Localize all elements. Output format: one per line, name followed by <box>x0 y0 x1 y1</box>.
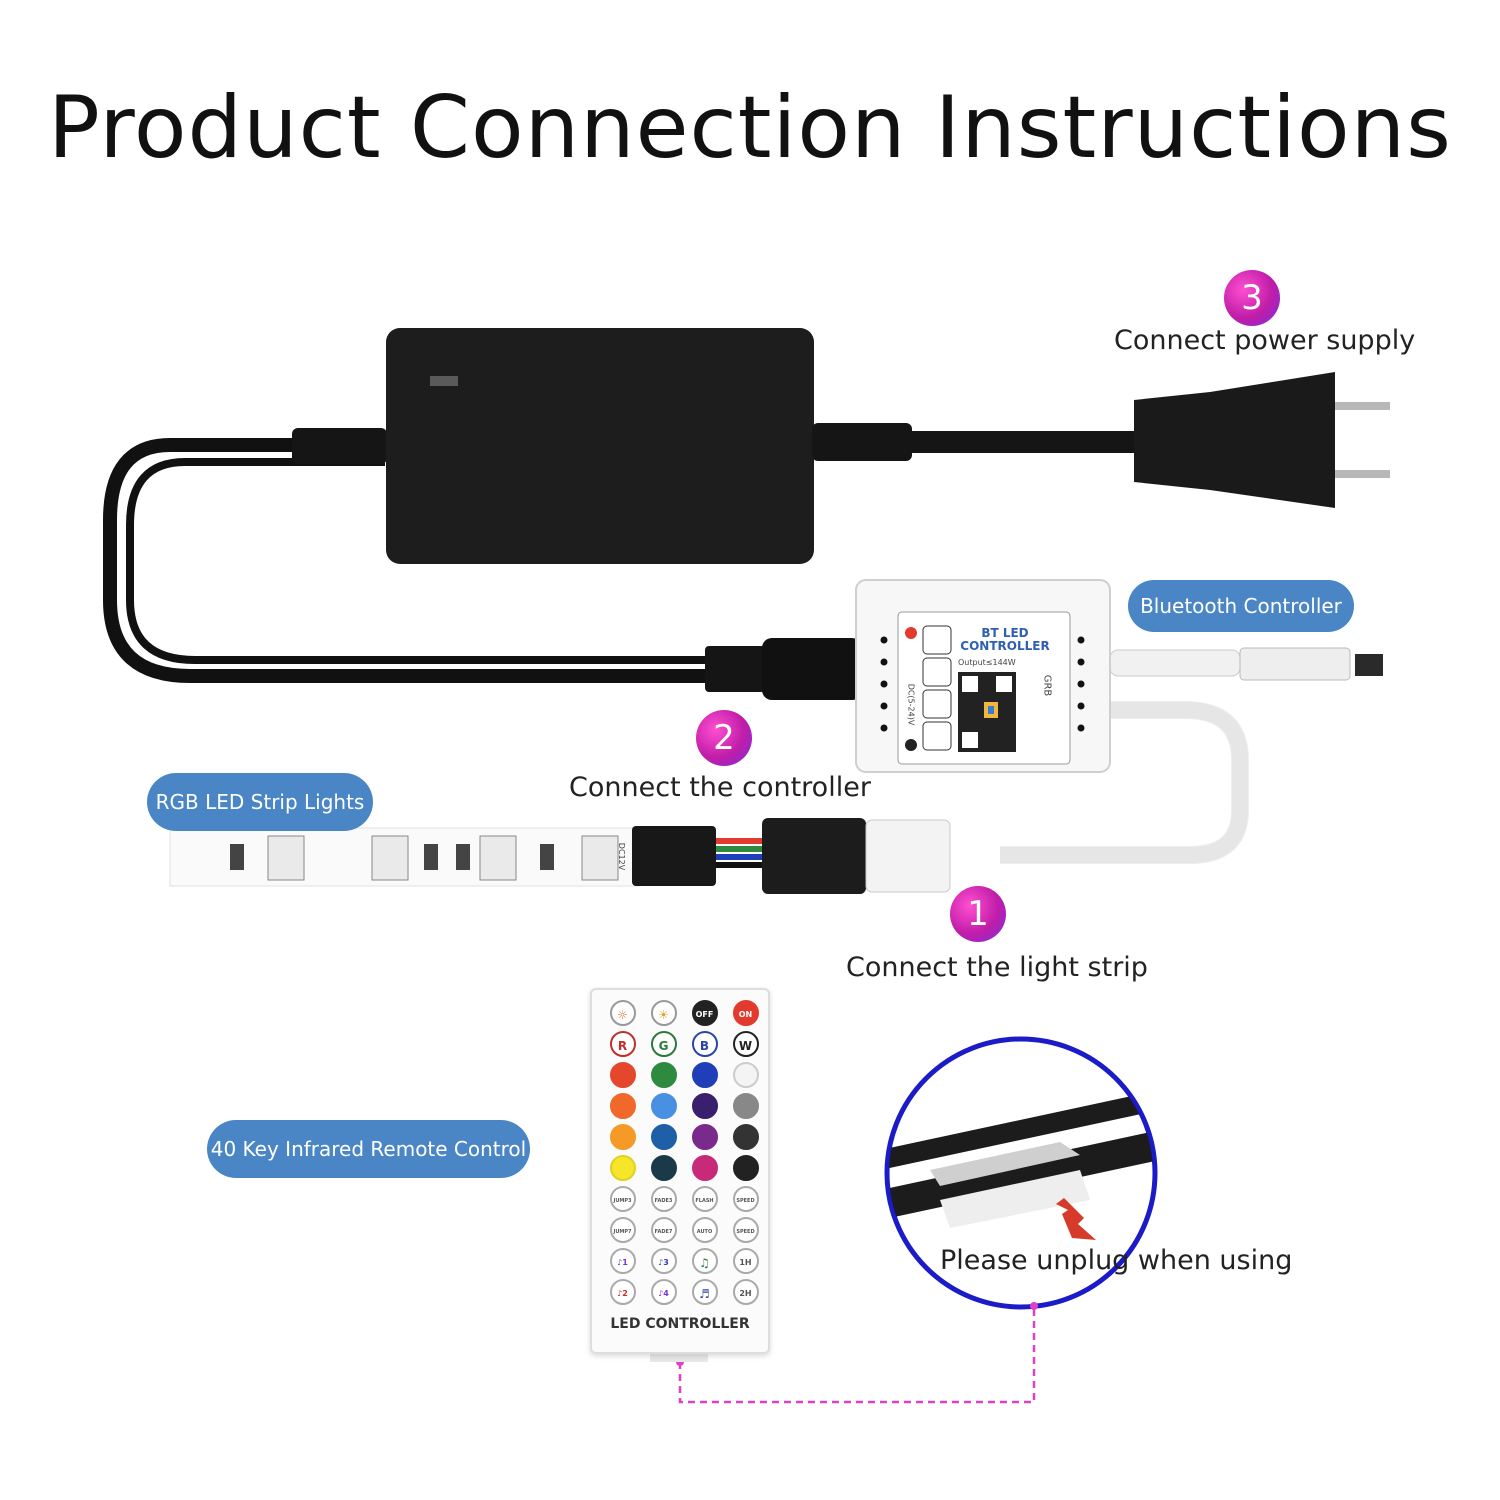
strip-feed-cable <box>1000 702 1248 863</box>
wall-plug-body <box>1134 372 1335 508</box>
dc-connector-grip <box>705 646 765 692</box>
remote-key[interactable]: ☼ <box>609 1000 636 1026</box>
remote-key[interactable]: ☀ <box>650 1000 677 1026</box>
bluetooth-controller-label: Bluetooth Controller <box>1128 580 1354 632</box>
remote-control-label: 40 Key Infrared Remote Control <box>207 1120 530 1178</box>
step-1-text: Connect the light strip <box>846 952 1148 983</box>
step-3-badge: 3 <box>1224 270 1280 326</box>
remote-key[interactable] <box>609 1093 636 1119</box>
remote-key[interactable]: G <box>650 1031 677 1057</box>
ce-mark-icon <box>922 625 952 655</box>
remote-key[interactable]: JUMP7 <box>609 1217 636 1243</box>
remote-key[interactable]: ON <box>732 1000 759 1026</box>
step-3-text: Connect power supply <box>1114 325 1416 356</box>
remote-key[interactable]: 2H <box>732 1279 759 1305</box>
plug-cable <box>905 431 1140 453</box>
remote-key[interactable] <box>691 1062 718 1088</box>
fcc-mark-icon <box>922 689 952 719</box>
rgb-plug-black <box>762 818 866 894</box>
remote-key[interactable] <box>691 1124 718 1150</box>
remote-key[interactable] <box>691 1093 718 1119</box>
remote-key[interactable]: JUMP3 <box>609 1186 636 1212</box>
remote-key[interactable]: ♬ <box>691 1279 718 1305</box>
remote-key[interactable] <box>609 1124 636 1150</box>
strip-voltage-label: DC12V <box>617 842 627 871</box>
remote-key[interactable]: B <box>691 1031 718 1057</box>
remote-key[interactable]: AUTO <box>691 1217 718 1243</box>
remote-key[interactable]: ♪1 <box>609 1248 636 1274</box>
unplug-note: Please unplug when using <box>940 1245 1293 1276</box>
remote-key[interactable] <box>609 1155 636 1181</box>
remote-key[interactable] <box>732 1062 759 1088</box>
ground-indicator-dot <box>905 739 917 751</box>
plug-prong-bottom <box>1335 470 1390 478</box>
step-2-badge: 2 <box>696 710 752 766</box>
output-jack-tip <box>1355 654 1383 676</box>
power-indicator-dot <box>905 627 917 639</box>
remote-key[interactable] <box>650 1093 677 1119</box>
step-1-badge: 1 <box>950 886 1006 942</box>
remote-key[interactable] <box>650 1062 677 1088</box>
controller-output-cable <box>1109 649 1241 677</box>
plug-prong-top <box>1335 402 1390 410</box>
controller-title: BT LED CONTROLLER <box>960 626 1050 653</box>
remote-key[interactable]: FADE3 <box>650 1186 677 1212</box>
weee-mark-icon <box>922 721 952 751</box>
adapter-led-indicator <box>430 376 458 386</box>
remote-key[interactable]: SPEED <box>732 1186 759 1212</box>
remote-key[interactable]: ♪4 <box>650 1279 677 1305</box>
remote-key[interactable]: ♪2 <box>609 1279 636 1305</box>
step-2-text: Connect the controller <box>569 772 871 803</box>
remote-key[interactable]: OFF <box>691 1000 718 1026</box>
rgb-plug-white <box>865 819 951 893</box>
power-cable-loop-inner <box>126 458 720 664</box>
led-chips <box>267 835 619 881</box>
remote-key[interactable] <box>650 1155 677 1181</box>
power-cable-loop <box>103 438 720 683</box>
remote-key[interactable] <box>732 1124 759 1150</box>
remote-key[interactable]: R <box>609 1031 636 1057</box>
controller-voltage: DC(5-24)V <box>906 683 916 726</box>
rohs-mark-icon <box>922 657 952 687</box>
strip-feed-cable-outline <box>1000 701 1249 864</box>
remote-key[interactable] <box>732 1093 759 1119</box>
dc-connector-head <box>762 638 862 700</box>
remote-key[interactable]: FLASH <box>691 1186 718 1212</box>
remote-key[interactable]: ♫ <box>691 1248 718 1274</box>
remote-key[interactable] <box>732 1155 759 1181</box>
adapter-strain-relief-right <box>812 423 912 461</box>
adapter-strain-relief-left <box>292 428 387 464</box>
controller-pin-label: GRB <box>1041 674 1053 697</box>
remote-key[interactable]: 1H <box>732 1248 759 1274</box>
controller-output-rating: Output≤144W <box>958 658 1016 667</box>
remote-key[interactable]: ♪3 <box>650 1248 677 1274</box>
controller-output-jack <box>1239 647 1351 681</box>
power-adapter-body <box>386 328 814 564</box>
remote-key[interactable]: W <box>732 1031 759 1057</box>
resistors <box>230 844 554 870</box>
remote-detail-link <box>678 1306 1036 1404</box>
remote-key[interactable] <box>691 1155 718 1181</box>
strip-connector <box>632 826 716 886</box>
remote-key[interactable] <box>650 1124 677 1150</box>
remote-brand-label: LED CONTROLLER <box>610 1316 750 1332</box>
remote-key[interactable] <box>609 1062 636 1088</box>
remote-key[interactable]: SPEED <box>732 1217 759 1243</box>
remote-key[interactable]: FADE7 <box>650 1217 677 1243</box>
rgb-strip-label: RGB LED Strip Lights <box>147 773 373 831</box>
page-title: Product Connection Instructions <box>48 78 1452 178</box>
unplug-arrow-icon <box>1056 1198 1096 1240</box>
